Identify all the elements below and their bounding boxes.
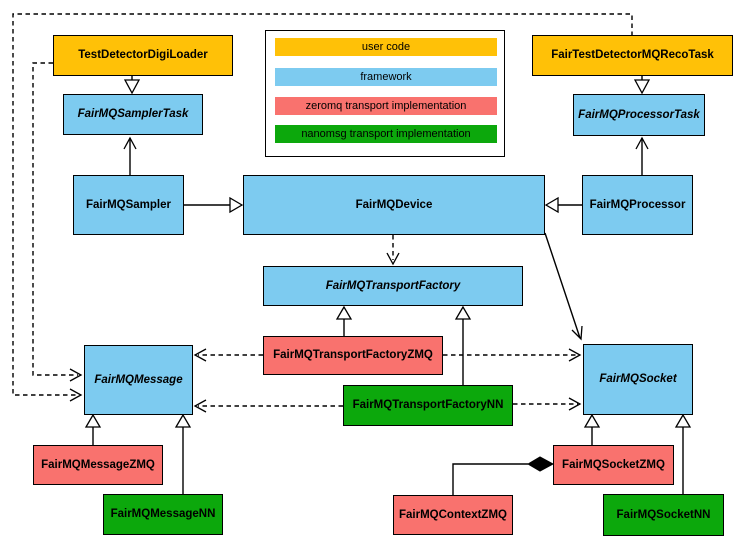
node-label: FairMQMessageNN [110, 508, 216, 521]
edge-association-sampler-samplertask [123, 136, 137, 175]
node-fair-test-detector-mq-reco-task: FairTestDetectorMQRecoTask [532, 35, 733, 76]
node-fairmq-socket-zmq: FairMQSocketZMQ [553, 445, 674, 485]
node-test-detector-digi-loader: TestDetectorDigiLoader [53, 35, 233, 76]
node-label: FairMQTransportFactoryZMQ [273, 349, 433, 362]
node-label: FairMQProcessorTask [578, 108, 700, 121]
node-label: FairMQTransportFactory [325, 279, 461, 292]
node-fairmq-message-nn: FairMQMessageNN [103, 494, 223, 535]
legend-item-user-code: user code [275, 38, 497, 56]
edge-inheritance-digiloader-samplertask [123, 76, 141, 95]
node-label: FairMQContextZMQ [399, 508, 507, 521]
node-label: FairMQSocketNN [616, 508, 711, 521]
legend: user code framework zeromq transport imp… [265, 30, 505, 157]
legend-label: nanomsg transport implementation [301, 128, 471, 140]
node-fairmq-processor: FairMQProcessor [582, 175, 693, 235]
legend-item-nanomsg: nanomsg transport implementation [275, 125, 497, 143]
node-fairmq-device: FairMQDevice [243, 175, 545, 235]
legend-label: framework [360, 71, 412, 83]
edge-composition-contextzmq-socketzmq [452, 456, 555, 495]
edge-dependency-transportfactoryzmq-message [193, 348, 263, 362]
node-label: FairMQSamplerTask [77, 108, 189, 121]
legend-item-zeromq: zeromq transport implementation [275, 97, 497, 115]
node-fairmq-processor-task: FairMQProcessorTask [573, 94, 705, 136]
edge-dependency-digiloader-message [32, 62, 83, 382]
node-fairmq-context-zmq: FairMQContextZMQ [393, 495, 513, 535]
edge-dependency-transportfactorynn-socket [513, 397, 582, 411]
node-label: FairMQDevice [355, 198, 433, 211]
edge-association-device-socket [544, 232, 583, 341]
edge-inheritance-sampler-device [184, 196, 244, 214]
node-label: FairMQTransportFactoryNN [352, 399, 504, 412]
edge-dependency-recotask-message [12, 13, 633, 402]
edge-inheritance-transportfactoryzmq-transportfactory [335, 305, 353, 336]
node-label: FairMQSocket [599, 373, 677, 386]
node-fairmq-message-zmq: FairMQMessageZMQ [33, 445, 163, 485]
node-fairmq-transport-factory-zmq: FairMQTransportFactoryZMQ [263, 336, 443, 375]
node-fairmq-transport-factory-nn: FairMQTransportFactoryNN [343, 385, 513, 426]
node-fairmq-message: FairMQMessage [84, 345, 193, 415]
node-label: TestDetectorDigiLoader [78, 49, 208, 62]
node-fairmq-socket: FairMQSocket [583, 344, 693, 415]
node-label: FairMQProcessor [589, 198, 686, 211]
node-fairmq-sampler: FairMQSampler [73, 175, 184, 235]
edge-inheritance-messagenn-message [174, 413, 192, 494]
edge-dependency-device-transportfactory [386, 235, 400, 266]
legend-label: zeromq transport implementation [305, 100, 467, 112]
node-label: FairMQSampler [86, 198, 171, 211]
edge-inheritance-processor-device [544, 196, 582, 214]
edge-inheritance-recotask-processortask [633, 76, 651, 95]
edge-inheritance-socketzmq-socket [583, 413, 601, 445]
legend-item-framework: framework [275, 68, 497, 86]
edge-dependency-transportfactorynn-message [193, 399, 343, 413]
node-fairmq-sampler-task: FairMQSamplerTask [63, 94, 203, 135]
edge-association-processor-processortask [635, 136, 649, 175]
edge-inheritance-messagezmq-message [84, 413, 102, 445]
node-fairmq-transport-factory: FairMQTransportFactory [263, 266, 523, 306]
edge-dependency-transportfactoryzmq-socket [443, 348, 582, 362]
node-label: FairMQSocketZMQ [562, 458, 665, 471]
edge-inheritance-socketnn-socket [674, 413, 692, 494]
node-label: FairMQMessageZMQ [41, 458, 155, 471]
node-label: FairTestDetectorMQRecoTask [551, 49, 714, 62]
node-label: FairMQMessage [94, 373, 183, 386]
legend-label: user code [361, 41, 411, 53]
edge-inheritance-transportfactorynn-transportfactory [454, 305, 472, 385]
node-fairmq-socket-nn: FairMQSocketNN [603, 494, 724, 536]
